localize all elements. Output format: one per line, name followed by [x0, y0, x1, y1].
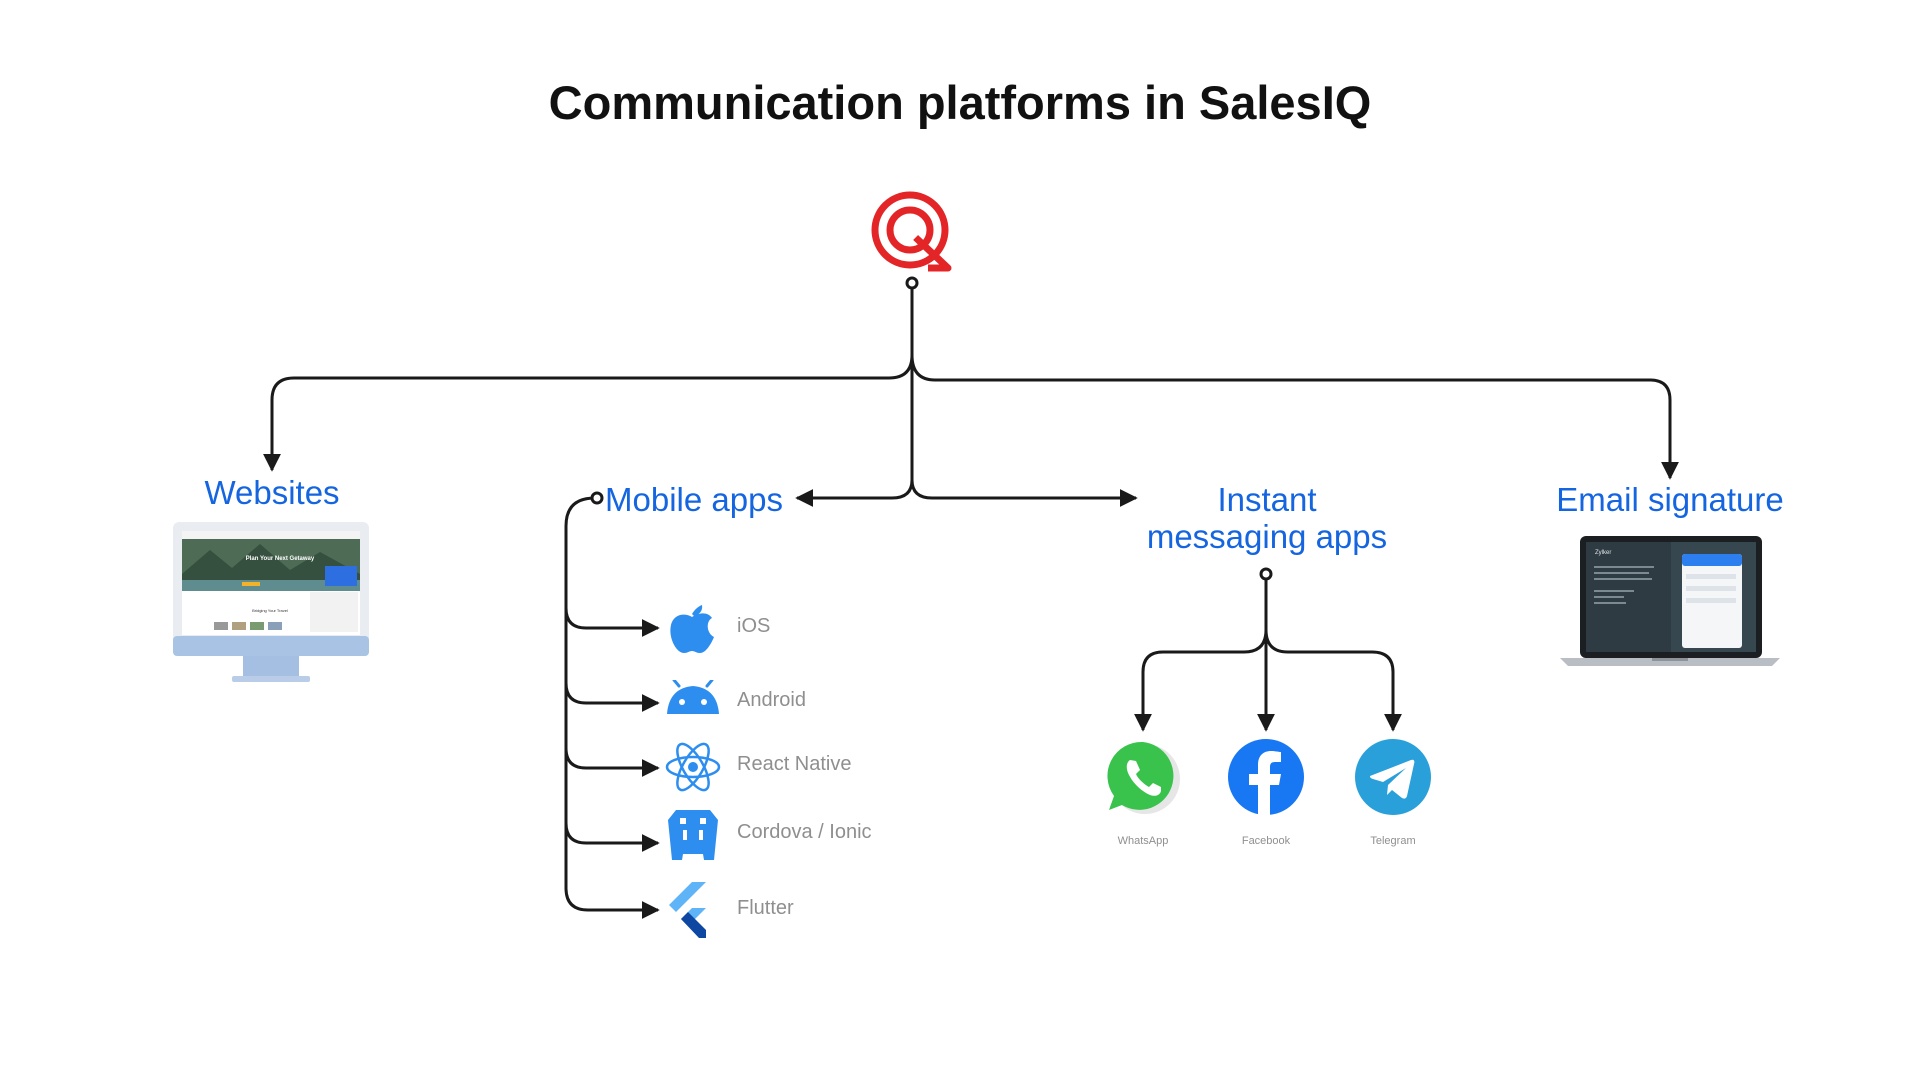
facebook-icon — [1226, 737, 1306, 822]
desktop-monitor-illustration: Plan Your Next Getaway Bridging Your Tra… — [170, 522, 375, 693]
react-icon — [665, 739, 721, 800]
telegram-icon — [1353, 737, 1433, 822]
category-websites: Websites — [204, 474, 340, 511]
platform-label-cordova-ionic: Cordova / Ionic — [737, 821, 872, 843]
flutter-icon — [666, 882, 712, 943]
platform-label-react-native: React Native — [737, 753, 852, 775]
platform-label-ios: iOS — [737, 615, 771, 637]
platform-label-flutter: Flutter — [737, 897, 794, 919]
category-instant-messaging-line2: messaging apps — [1146, 518, 1388, 555]
messaging-label-telegram: Telegram — [1370, 835, 1416, 847]
messaging-label-facebook: Facebook — [1241, 835, 1291, 847]
category-email-signature: Email signature — [1556, 481, 1784, 518]
email-brand-text: Zylker — [1595, 550, 1612, 556]
website-subheading: Bridging Your Travel — [252, 608, 288, 613]
page-title: Communication platforms in SalesIQ — [548, 76, 1372, 129]
whatsapp-icon — [1103, 738, 1183, 823]
website-hero-heading: Plan Your Next Getaway — [245, 556, 315, 562]
salesiq-logo-icon — [870, 190, 954, 279]
category-mobile-apps: Mobile apps — [605, 481, 783, 518]
messaging-label-whatsapp: WhatsApp — [1117, 835, 1169, 847]
laptop-illustration: Zylker — [1560, 536, 1780, 673]
category-instant-messaging-line1: Instant — [1217, 481, 1317, 518]
apple-icon — [666, 597, 718, 660]
android-icon — [665, 678, 721, 721]
category-instant-messaging: Instant messaging apps — [1136, 481, 1398, 555]
platform-label-android: Android — [737, 689, 806, 711]
cordova-icon — [666, 808, 720, 867]
